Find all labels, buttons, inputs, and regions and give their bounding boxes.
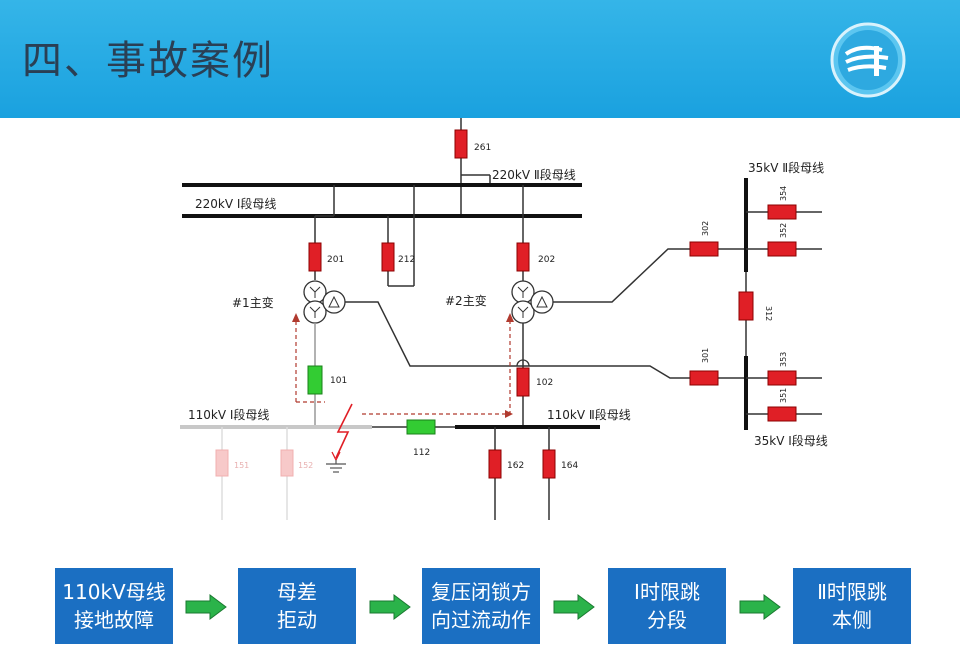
breaker-351 [767, 406, 797, 422]
breaker-312 [738, 291, 754, 321]
label-312: 312 [764, 306, 773, 321]
label-354: 354 [779, 186, 788, 201]
ground-icon [326, 460, 346, 473]
label-151: 151 [234, 461, 249, 470]
transformer-2-icon [511, 280, 554, 324]
bus-110-2-label: 110kV Ⅱ段母线 [547, 407, 631, 422]
transformer-1-icon [303, 280, 346, 324]
trip-path-2 [362, 316, 511, 415]
label-351: 351 [779, 388, 788, 403]
label-301: 301 [701, 348, 710, 363]
flow-arrow-4-icon [739, 594, 781, 620]
breaker-101 [307, 365, 323, 395]
breaker-212 [381, 242, 395, 272]
label-102: 102 [536, 378, 553, 388]
single-line-diagram: 261 220kV Ⅱ段母线 220kV Ⅰ段母线 201 212 202 #1… [180, 118, 828, 520]
bus-220-2-label: 220kV Ⅱ段母线 [492, 167, 576, 182]
breaker-352 [767, 241, 797, 257]
label-112: 112 [413, 448, 430, 458]
breaker-102 [516, 367, 530, 397]
flow-step-3-text: 复压闭锁方 向过流动作 [431, 580, 531, 632]
line-tr2-35kv [553, 248, 745, 303]
breaker-201 [308, 242, 322, 272]
breaker-152 [280, 449, 294, 477]
breaker-202 [516, 242, 530, 272]
breaker-302 [689, 241, 719, 257]
bus-35-1-label: 35kV Ⅰ段母线 [754, 433, 828, 448]
flow-step-5: Ⅱ时限跳 本侧 [793, 568, 911, 644]
label-164: 164 [561, 461, 578, 471]
company-logo-icon [830, 22, 906, 98]
bus-110-1-label: 110kV Ⅰ段母线 [188, 407, 269, 422]
trip-arrow-1-icon [292, 313, 300, 322]
page-title: 四、事故案例 [22, 38, 274, 84]
label-261: 261 [474, 143, 491, 153]
flow-step-2: 母差 拒动 [238, 568, 356, 644]
label-302: 302 [701, 221, 710, 236]
trip-arrow-2-icon [506, 313, 514, 322]
transformer-2-label: #2主变 [445, 293, 487, 308]
breaker-162 [488, 449, 502, 479]
transformer-1-label: #1主变 [232, 295, 274, 310]
flow-step-5-text: Ⅱ时限跳 本侧 [817, 580, 887, 632]
breaker-151 [215, 449, 229, 477]
breaker-164 [542, 449, 556, 479]
flow-step-1-text: 110kV母线 接地故障 [62, 580, 166, 632]
flow-step-2-text: 母差 拒动 [277, 580, 317, 632]
bus-35-2-label: 35kV Ⅱ段母线 [748, 160, 824, 175]
flow-arrow-3-icon [553, 594, 595, 620]
flow-step-1: 110kV母线 接地故障 [55, 568, 173, 644]
label-201: 201 [327, 255, 344, 265]
fault-lightning-icon [335, 403, 353, 459]
flow-arrow-1-icon [185, 594, 227, 620]
breaker-112 [406, 419, 436, 435]
line-tr1-35kv [345, 301, 745, 379]
breaker-354 [767, 204, 797, 220]
bus-220-1-label: 220kV Ⅰ段母线 [195, 196, 276, 211]
breaker-353 [767, 370, 797, 386]
flow-step-4: Ⅰ时限跳 分段 [608, 568, 726, 644]
label-152: 152 [298, 461, 313, 470]
flow-arrow-2-icon [369, 594, 411, 620]
label-101: 101 [330, 376, 347, 386]
trip-arrow-3-icon [505, 410, 513, 418]
label-212: 212 [398, 255, 415, 265]
line-crossing-hop [516, 359, 530, 367]
flow-step-3: 复压闭锁方 向过流动作 [422, 568, 540, 644]
label-202: 202 [538, 255, 555, 265]
label-352: 352 [779, 223, 788, 238]
label-353: 353 [779, 352, 788, 367]
breaker-261 [454, 129, 468, 159]
breaker-301 [689, 370, 719, 386]
header-bar: 四、事故案例 [0, 0, 960, 118]
flow-step-4-text: Ⅰ时限跳 分段 [634, 580, 700, 632]
label-162: 162 [507, 461, 524, 471]
